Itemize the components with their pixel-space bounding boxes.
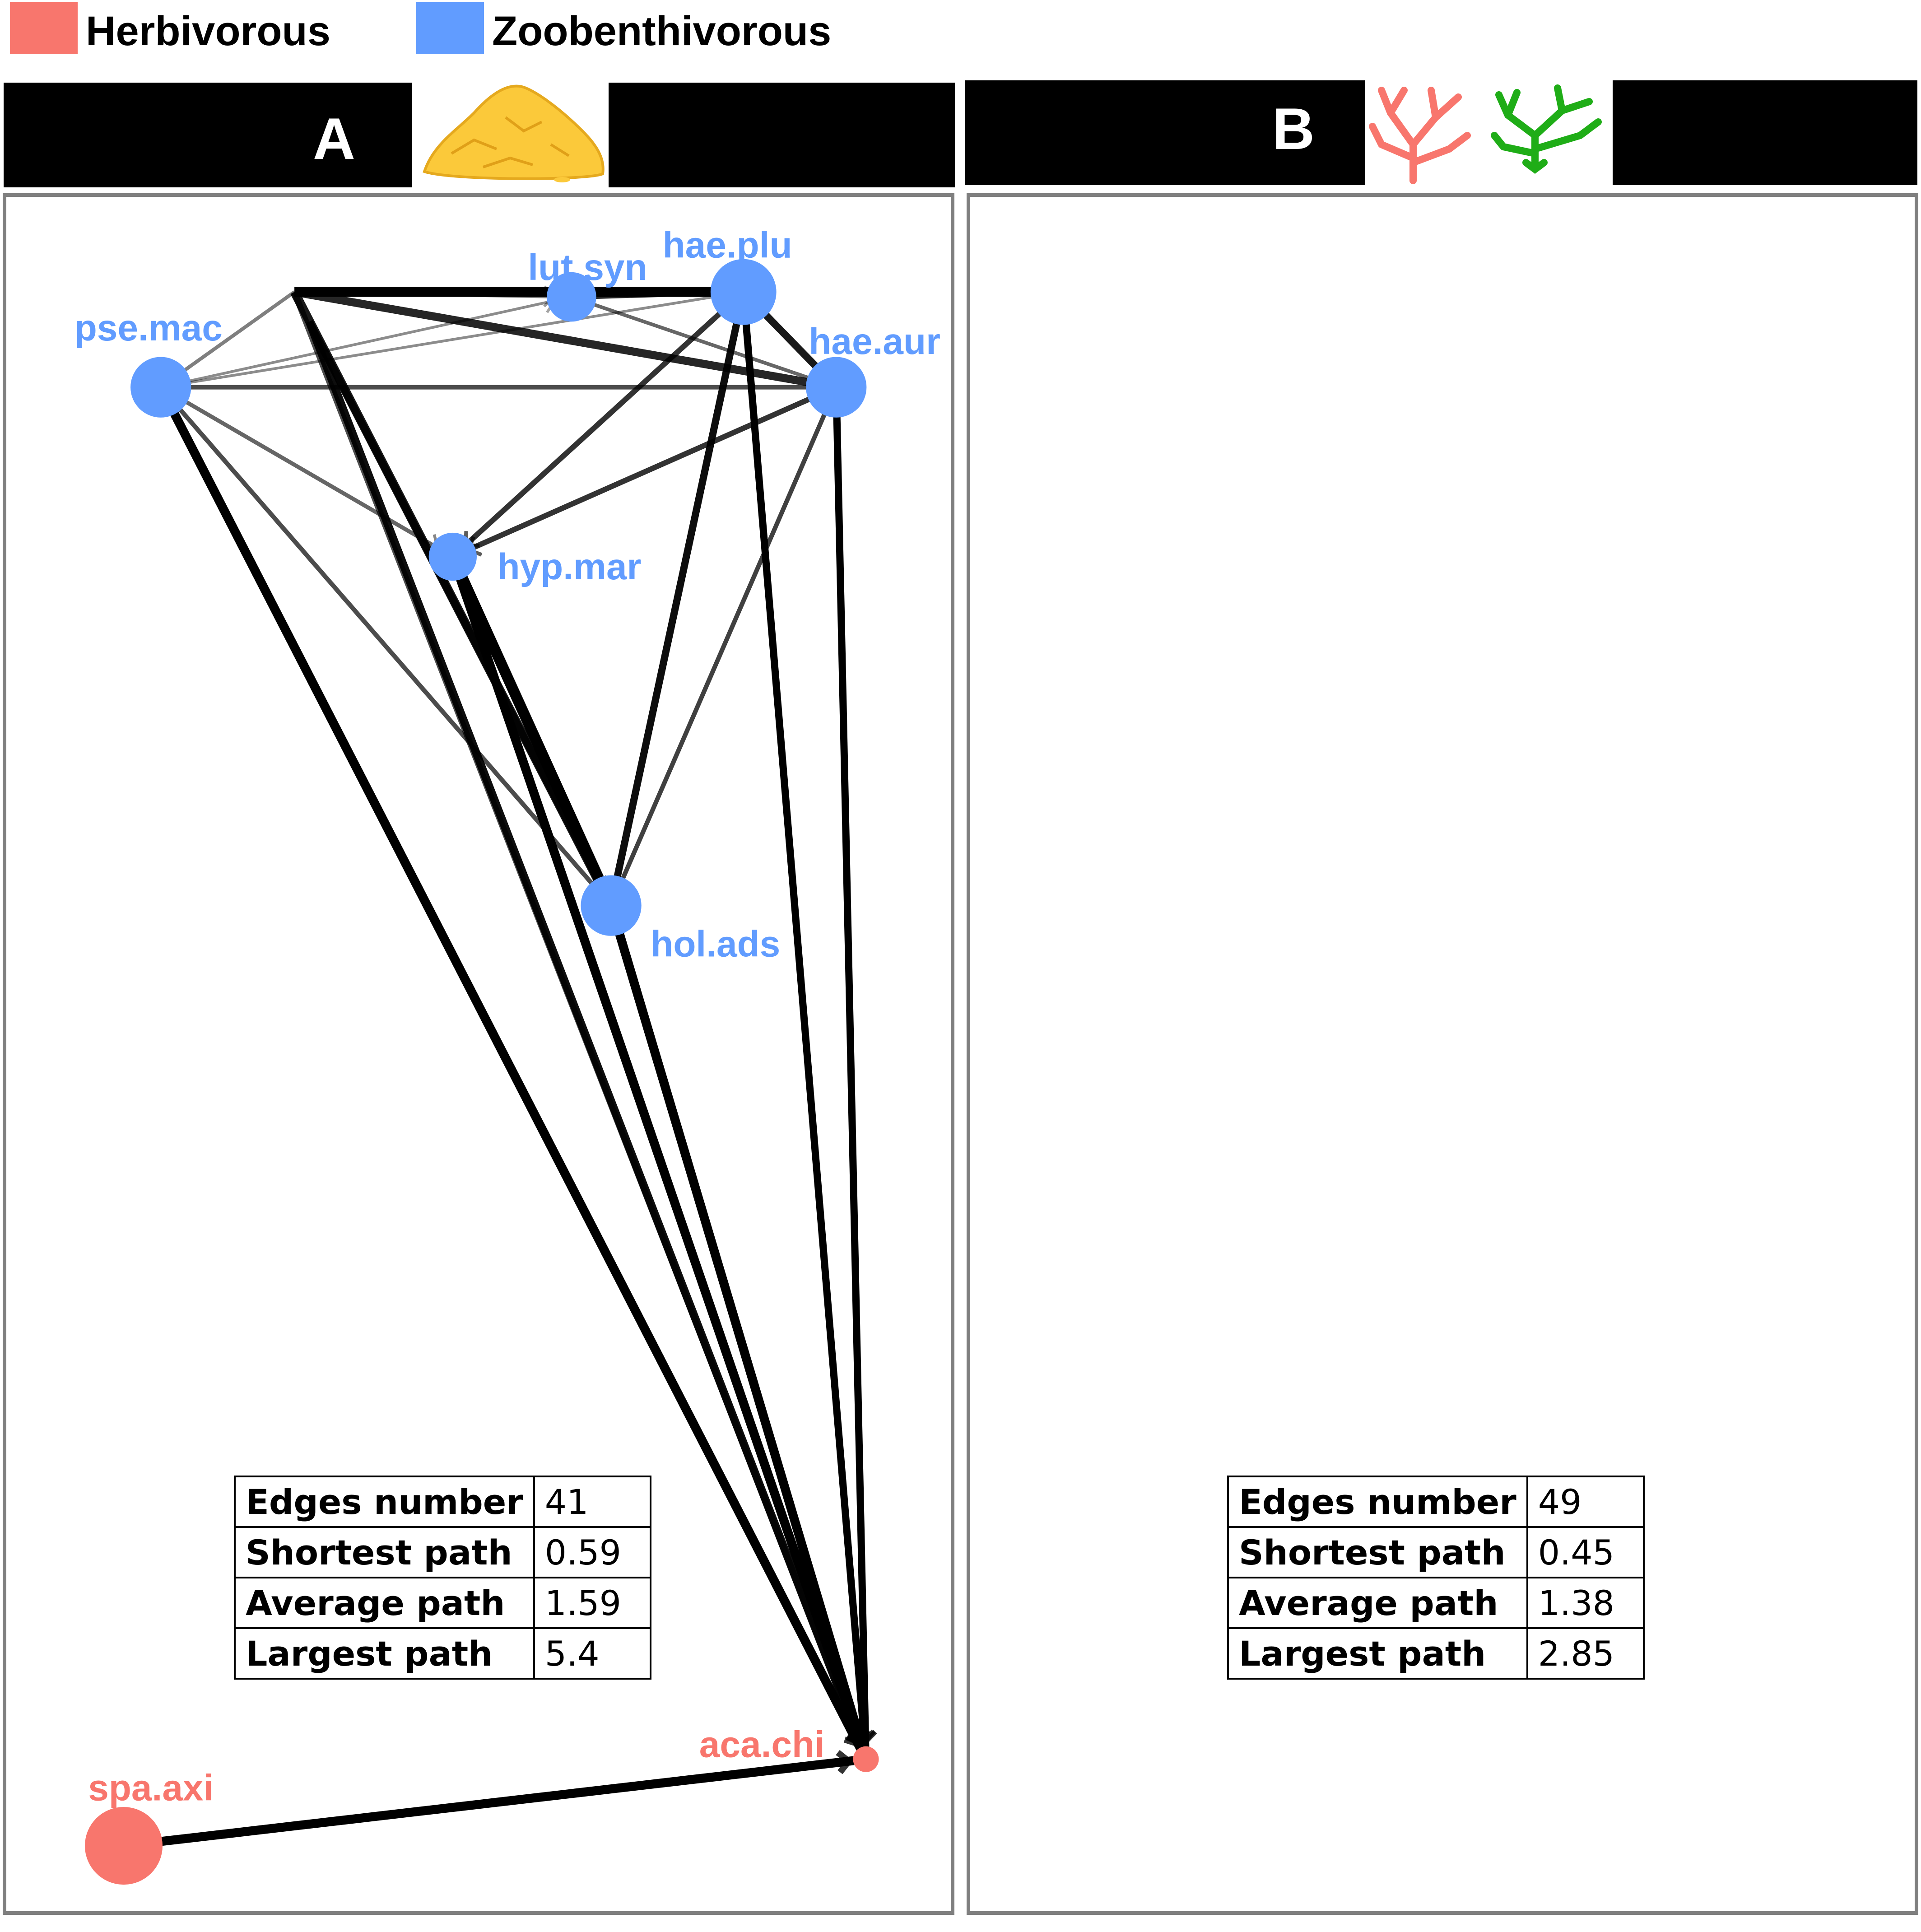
node-hol-ads [581, 875, 642, 936]
stats-value: 1.38 [1526, 1577, 1645, 1629]
node-label: hol.ads [651, 924, 780, 965]
stats-row: Shortest path 0.45 [1227, 1526, 1645, 1578]
panel-a-frame [3, 193, 954, 1915]
stats-metric: Largest path [1227, 1627, 1528, 1680]
network-edge [447, 554, 616, 908]
panel-b-stats-table: Edges number 49 Shortest path 0.45 Avera… [1227, 1476, 1645, 1680]
node-label: pse.mac [74, 307, 223, 349]
node-aca-chi [853, 1746, 879, 1772]
red-coral-icon [1369, 87, 1471, 184]
stats-metric: Average path [234, 1577, 535, 1629]
panel-a-nodes: pse.mac lut.syn hae.plu hae.aur hyp.mar hol.a… [74, 225, 940, 1885]
node-label: spa.axi [88, 1767, 214, 1808]
network-edge [294, 290, 572, 299]
network-edge [306, 320, 614, 908]
stats-row: Average path 1.59 [234, 1577, 651, 1629]
stats-metric: Edges number [234, 1476, 535, 1528]
node-spa-axi [84, 1807, 163, 1885]
panel-a-header: A [4, 83, 955, 187]
legend-label-zoobenthivorous: Zoobenthivorous [492, 8, 831, 54]
panel-a-letter: A [313, 106, 355, 172]
panel-b-header-bar-right [1613, 80, 1917, 185]
stats-row: Largest path 5.4 [234, 1627, 651, 1680]
network-edge [160, 295, 572, 389]
panel-b-header-bar-left [965, 80, 1365, 185]
stats-value: 5.4 [533, 1627, 651, 1680]
stats-value: 0.45 [1526, 1526, 1645, 1578]
network-edge [451, 385, 837, 559]
stats-metric: Edges number [1227, 1476, 1528, 1528]
stats-value: 2.85 [1526, 1627, 1645, 1680]
network-edge [159, 385, 454, 559]
panel-a-header-bar-left [4, 83, 412, 187]
stats-value: 1.59 [533, 1577, 651, 1629]
stats-metric: Largest path [234, 1627, 535, 1680]
stats-row: Edges number 41 [234, 1476, 651, 1528]
node-label: hae.plu [663, 225, 792, 266]
node-pse-mac [130, 357, 191, 418]
stats-value: 49 [1526, 1476, 1645, 1528]
network-edge [607, 291, 747, 907]
edge-arrowhead [836, 1750, 853, 1774]
panel-a-edges [123, 279, 877, 1851]
green-algae-icon [1491, 84, 1602, 174]
node-label: hae.aur [809, 321, 940, 362]
panel-b-letter: B [1272, 96, 1315, 162]
stats-metric: Shortest path [1227, 1526, 1528, 1578]
network-edge [571, 295, 837, 389]
stats-value: 41 [533, 1476, 651, 1528]
stats-row: Shortest path 0.59 [234, 1526, 651, 1578]
network-edge [160, 290, 744, 389]
stats-row: Average path 1.38 [1227, 1577, 1645, 1629]
network-edge [305, 320, 870, 1761]
stats-row: Largest path 2.85 [1227, 1627, 1645, 1680]
network-edge [451, 290, 745, 559]
node-hae-plu [710, 259, 777, 325]
panel-a-network: pse.mac lut.syn hae.plu hae.aur hyp.mar hol.a… [74, 225, 940, 1885]
stats-metric: Average path [1227, 1577, 1528, 1629]
panel-b-header: B [965, 80, 1917, 185]
node-label: hyp.mar [497, 546, 641, 587]
sand-sediment-icon [423, 84, 605, 182]
node-lut-syn [547, 272, 596, 322]
network-edge [606, 904, 870, 1761]
network-edge [293, 288, 837, 391]
node-label: aca.chi [699, 1724, 825, 1765]
network-edge [159, 386, 613, 907]
stats-row: Edges number 49 [1227, 1476, 1645, 1528]
stats-metric: Shortest path [234, 1526, 535, 1578]
network-edge [740, 291, 870, 1760]
legend-swatch-herbivorous [10, 2, 78, 54]
panel-b-frame [967, 193, 1918, 1915]
node-hae-aur [806, 357, 867, 418]
network-edge [609, 386, 838, 907]
node-label: lut.syn [528, 247, 647, 288]
node-hyp-mar [428, 532, 477, 581]
legend-item-herbivorous: Herbivorous [10, 2, 330, 54]
panel-a-stats-table: Edges number 41 Shortest path 0.59 Avera… [234, 1476, 651, 1680]
edge-arrowhead [847, 1728, 870, 1747]
network-edge [448, 555, 870, 1761]
stats-value: 0.59 [533, 1526, 651, 1578]
network-edge [123, 1755, 867, 1851]
legend-item-zoobenthivorous: Zoobenthivorous [416, 2, 831, 54]
panel-a-header-bar-right [609, 83, 955, 187]
legend: Herbivorous Zoobenthivorous [10, 2, 831, 54]
network-edge [157, 385, 870, 1761]
network-edge [833, 387, 870, 1760]
legend-label-herbivorous: Herbivorous [86, 8, 330, 54]
legend-swatch-zoobenthivorous [416, 2, 484, 54]
